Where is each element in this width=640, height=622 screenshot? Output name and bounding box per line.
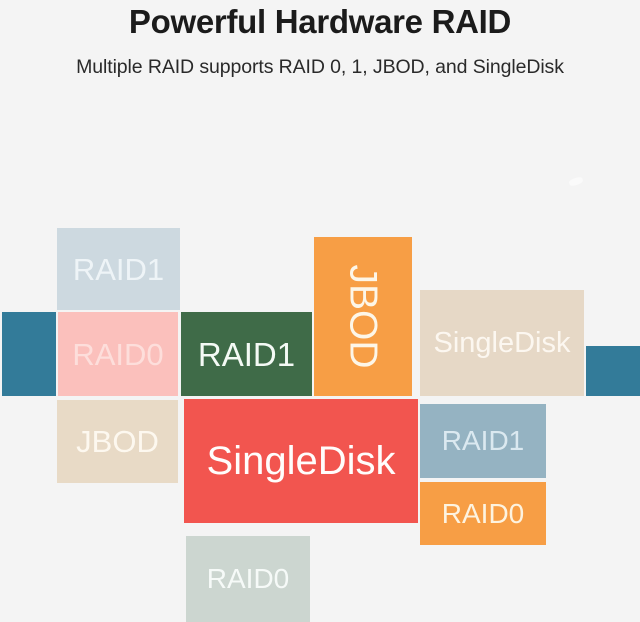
tile-raid1-green: RAID1	[181, 312, 312, 396]
tile-label: RAID1	[441, 425, 525, 456]
tile-singledisk-beige: SingleDisk	[420, 290, 584, 396]
tile-raid0-orange: RAID0	[420, 482, 546, 545]
tile-label: JBOD	[341, 264, 385, 369]
decorative-speck	[568, 176, 584, 187]
tile-accent-left	[2, 312, 56, 396]
tile-label: SingleDisk	[206, 439, 396, 483]
tile-label: RAID1	[197, 335, 296, 373]
tile-raid0-sage: RAID0	[186, 536, 310, 622]
tile-singledisk-red: SingleDisk	[184, 399, 418, 523]
tile-label: RAID0	[72, 336, 164, 372]
tile-raid0-pink: RAID0	[58, 312, 178, 396]
tile-raid1-pale: RAID1	[57, 228, 180, 310]
tile-label: JBOD	[76, 424, 159, 459]
tile-jbod-tan: JBOD	[57, 400, 178, 483]
page-subtitle: Multiple RAID supports RAID 0, 1, JBOD, …	[76, 56, 564, 78]
page-title: Powerful Hardware RAID	[128, 3, 512, 40]
tile-raid1-steel: RAID1	[420, 404, 546, 478]
tile-label: RAID1	[72, 251, 165, 287]
tile-label: RAID0	[441, 497, 525, 529]
header: Powerful Hardware RAID Multiple RAID sup…	[0, 0, 640, 80]
tile-label: RAID0	[206, 563, 290, 594]
tile-jbod-orange: JBOD	[314, 237, 412, 396]
tile-label: SingleDisk	[433, 326, 571, 359]
tile-accent-right	[586, 346, 640, 396]
